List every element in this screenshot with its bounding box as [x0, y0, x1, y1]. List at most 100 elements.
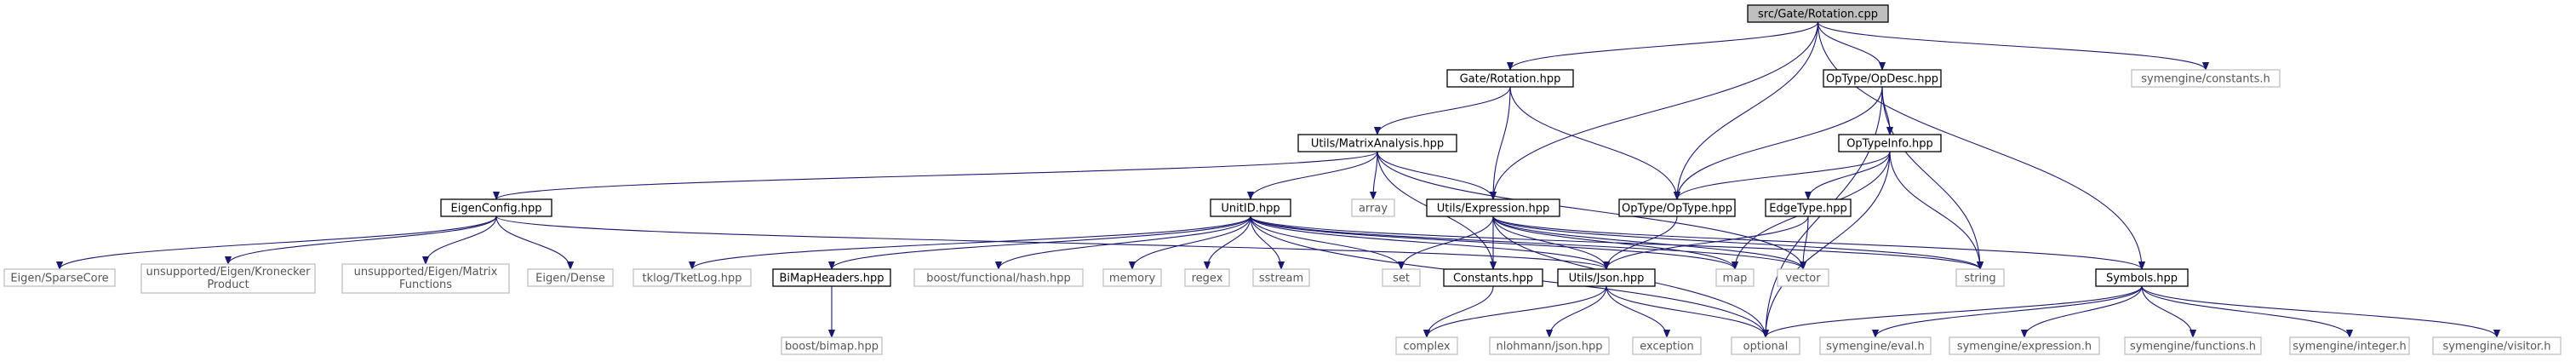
edge-expression-to-vector — [1492, 215, 1803, 270]
edge-matrixanalysis-to-expression — [1377, 151, 1493, 200]
node-label: symengine/expression.h — [1957, 341, 2092, 353]
node-gate-rotation[interactable]: Gate/Rotation.hpp — [1446, 69, 1574, 88]
node-sym-functions: symengine/functions.h — [2124, 336, 2262, 355]
node-label: tklog/TketLog.hpp — [642, 273, 741, 285]
edge-root-to-expression — [1493, 21, 1819, 199]
node-label: symengine/integer.h — [2293, 341, 2407, 353]
node-box — [1395, 336, 1458, 355]
node-label: Product — [207, 279, 249, 291]
edge-expression-to-symbols — [1492, 215, 2142, 270]
node-opdesc[interactable]: OpType/OpDesc.hpp — [1823, 69, 1942, 88]
node-box — [1618, 198, 1736, 217]
node-hash: boost/functional/hash.hpp — [913, 268, 1084, 287]
node-tketlog: tklog/TketLog.hpp — [633, 268, 752, 287]
node-eigenconfig[interactable]: EigenConfig.hpp — [440, 198, 552, 217]
node-box — [1747, 4, 1889, 23]
node-memory: memory — [1102, 268, 1162, 287]
edge-gate_rotation-to-matrixanalysis — [1377, 86, 1511, 135]
edge-eigenconfig-to-sparsecore — [60, 215, 497, 270]
node-box — [1351, 198, 1395, 217]
node-constants[interactable]: Constants.hpp — [1443, 268, 1543, 287]
node-map: map — [1715, 268, 1755, 287]
node-label: EigenConfig.hpp — [451, 203, 542, 215]
edge-json-to-nlohmann — [1549, 285, 1607, 338]
node-expression[interactable]: Utils/Expression.hpp — [1426, 198, 1560, 217]
edge-symbols-to-sym_integer — [2141, 285, 2350, 338]
edge-root-to-opdesc — [1817, 21, 1883, 71]
node-label: EdgeType.hpp — [1769, 203, 1846, 215]
node-vector: vector — [1777, 268, 1829, 287]
node-bimapheaders[interactable]: BiMapHeaders.hpp — [772, 268, 891, 287]
edge-expression-to-map — [1492, 215, 1735, 270]
node-label: Utils/Expression.hpp — [1437, 203, 1549, 215]
node-label: symengine/eval.h — [1826, 341, 1925, 353]
node-sym-eval: symengine/eval.h — [1819, 336, 1932, 355]
node-matrixanalysis[interactable]: Utils/MatrixAnalysis.hpp — [1297, 134, 1457, 152]
edge-root-to-symbols — [1817, 21, 2143, 269]
edge-matrixanalysis-to-eigenconfig — [496, 151, 1378, 200]
node-sstream: sstream — [1252, 268, 1310, 287]
node-box — [440, 198, 552, 217]
edge-optypeinfo-to-string — [1889, 151, 1980, 269]
node-box — [1949, 336, 2100, 355]
node-symbols[interactable]: Symbols.hpp — [2095, 268, 2189, 287]
node-box — [1184, 268, 1230, 287]
edge-unitid-to-hash — [999, 215, 1251, 270]
node-label: unsupported/Eigen/Kronecker — [146, 266, 311, 279]
edge-optypeinfo-to-edgetype — [1808, 151, 1891, 200]
edge-opdesc-to-optypeinfo — [1881, 86, 1890, 135]
edge-eigenconfig-to-json — [495, 215, 1606, 270]
edge-symbols-to-sym_expression — [2024, 285, 2143, 338]
node-label: Eigen/Dense — [535, 273, 605, 285]
edge-unitid-to-vector — [1250, 215, 1803, 270]
edge-symbols-to-sym_visitor — [2141, 285, 2497, 338]
node-edgetype[interactable]: EdgeType.hpp — [1765, 198, 1852, 217]
edge-unitid-to-memory — [1132, 215, 1251, 270]
node-box — [1252, 268, 1310, 287]
edge-eigenconfig-to-matrixfunctions — [426, 215, 497, 265]
node-optype[interactable]: OpType/OpType.hpp — [1618, 198, 1736, 217]
node-sym-visitor: symengine/visitor.h — [2432, 336, 2562, 355]
edge-opdesc-to-string — [1881, 86, 1980, 269]
edge-matrixanalysis-to-array — [1373, 151, 1378, 199]
node-dense: Eigen/Dense — [527, 268, 614, 287]
edge-root-to-optype — [1677, 21, 1819, 199]
node-set: set — [1382, 268, 1421, 287]
edge-symbols-to-sym_functions — [2141, 285, 2193, 338]
node-complex: complex — [1395, 336, 1458, 355]
node-optypeinfo[interactable]: OpTypeInfo.hpp — [1838, 134, 1942, 152]
node-label: memory — [1109, 273, 1156, 285]
node-json[interactable]: Utils/Json.hpp — [1557, 268, 1656, 287]
edge-optypeinfo-to-optional — [1766, 151, 1891, 337]
node-box — [2095, 268, 2189, 287]
edge-symbols-to-optional — [1766, 285, 2143, 338]
node-array: array — [1351, 198, 1395, 217]
node-label: string — [1964, 273, 1995, 285]
node-box — [1557, 268, 1656, 287]
edge-unitid-to-json — [1250, 215, 1606, 270]
node-label: symengine/constants.h — [2141, 73, 2270, 86]
node-label: Symbols.hpp — [2106, 273, 2178, 285]
node-exception: exception — [1632, 336, 1702, 355]
node-string: string — [1955, 268, 2005, 287]
node-label: symengine/visitor.h — [2442, 341, 2550, 353]
edge-symbols-to-sym_eval — [1875, 285, 2143, 338]
node-optional: optional — [1731, 336, 1800, 355]
node-box — [341, 263, 510, 294]
node-box — [913, 268, 1084, 287]
node-box — [2131, 69, 2281, 88]
node-label: src/Gate/Rotation.cpp — [1758, 9, 1878, 21]
edge-eigenconfig-to-kronecker — [228, 215, 497, 265]
node-label: OpType/OpDesc.hpp — [1826, 73, 1938, 86]
node-label: sstream — [1259, 273, 1303, 285]
node-nlohmann: nlohmann/json.hpp — [1489, 336, 1610, 355]
node-box — [1632, 336, 1702, 355]
node-label: symengine/functions.h — [2130, 341, 2256, 353]
node-root[interactable]: src/Gate/Rotation.cpp — [1747, 4, 1889, 23]
node-box — [633, 268, 752, 287]
node-sym-expression: symengine/expression.h — [1949, 336, 2100, 355]
node-unitid[interactable]: UnitID.hpp — [1210, 198, 1291, 217]
node-label: Constants.hpp — [1453, 273, 1533, 285]
